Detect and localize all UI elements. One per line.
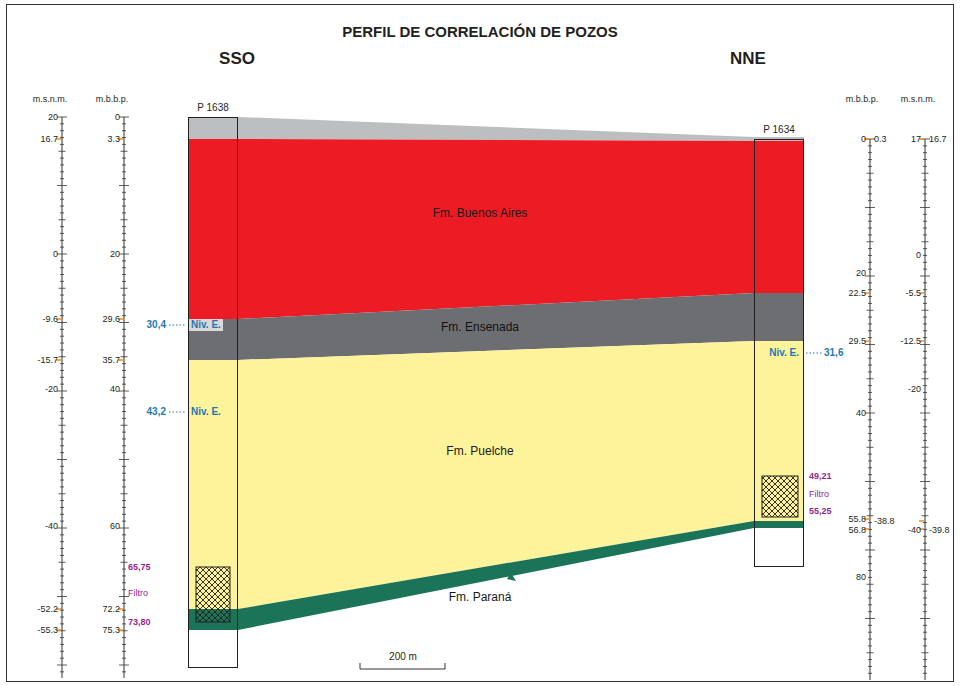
- axis-tick-label: 0.3: [874, 135, 887, 144]
- filter-depth: 55,25: [809, 507, 832, 516]
- well-name: P 1634: [763, 125, 795, 135]
- axis-tick-label: 0: [861, 135, 866, 144]
- water-level-line: [806, 353, 822, 354]
- water-level-label: Niv. E.: [189, 406, 223, 418]
- band-fill: [188, 139, 804, 319]
- band-fill: [188, 521, 804, 630]
- direction-label: NNE: [730, 50, 766, 67]
- axis-header: m.s.n.m.: [901, 95, 936, 104]
- filter-depth: 49,21: [809, 472, 832, 481]
- axis-tick-label: 60: [110, 522, 120, 531]
- water-level-label: Niv. E.: [189, 319, 223, 331]
- filter-depth: 73,80: [128, 618, 151, 627]
- axis-tick-label: 0: [115, 113, 120, 122]
- axis-tick-label: -20: [45, 385, 58, 394]
- axis-tick-label: 16.7: [40, 135, 58, 144]
- axis-tick-label: 35.7: [102, 356, 120, 365]
- filter-label: Filtro: [128, 589, 148, 598]
- axis-tick-label: 3.3: [107, 135, 120, 144]
- water-level-line: [169, 325, 186, 326]
- elevation-axis: [919, 139, 930, 680]
- direction-label: SSO: [219, 50, 255, 67]
- leader-arrowhead: [507, 573, 516, 581]
- band-shape: [188, 521, 804, 644]
- axis-tick-label: -12.5: [900, 337, 921, 346]
- formation-band: Fm. Puelche: [188, 341, 804, 623]
- axis-tick-label: 40: [856, 409, 866, 418]
- water-level-line: [169, 412, 186, 413]
- axis-tick-label: -9.6: [42, 315, 58, 324]
- axis-tick-label: 55.8: [848, 515, 866, 524]
- filter-box: [196, 567, 230, 622]
- axis-tick-label: -39.8: [929, 526, 950, 535]
- axis-tick-label: 80: [856, 573, 866, 582]
- formation-name: Fm. Ensenada: [441, 321, 519, 333]
- scale-label: 200 m: [389, 652, 417, 662]
- axis-tick-label: -52.2: [37, 605, 58, 614]
- formation-name: Fm. Paraná: [449, 591, 512, 603]
- axis-header: m.b.b.p.: [846, 95, 879, 104]
- well-column: P 1638: [188, 117, 238, 668]
- scale-bar: [360, 663, 445, 669]
- axis-tick-label: -20: [908, 385, 921, 394]
- axis-tick-label: 0: [916, 251, 921, 260]
- axis-tick-label: -40: [908, 526, 921, 535]
- water-level-label: Niv. E.: [767, 347, 801, 359]
- axis-tick-label: 75.3: [102, 626, 120, 635]
- axis-tick-label: 20: [48, 113, 58, 122]
- water-level-depth: 30,4: [147, 320, 166, 330]
- axis-tick-label: 17: [911, 135, 921, 144]
- axis-tick-label: 20: [856, 269, 866, 278]
- axis-tick-label: -55.3: [37, 626, 58, 635]
- axis-tick-label: 29.5: [848, 337, 866, 346]
- axis-tick-label: 16.7: [929, 135, 947, 144]
- axis-tick-label: 29.6: [102, 315, 120, 324]
- axis-tick-label: 22.5: [848, 289, 866, 298]
- elevation-axis: [56, 117, 67, 678]
- axis-tick-label: 0: [53, 250, 58, 259]
- frame: [7, 5, 954, 682]
- formation-name: Fm. Buenos Aires: [433, 207, 528, 219]
- band-shape: [188, 341, 804, 623]
- axis-header: m.s.n.m.: [33, 95, 68, 104]
- axis-tick-label: -15.7: [37, 356, 58, 365]
- axis-tick-label: -5.5: [905, 289, 921, 298]
- filter-box: [762, 476, 798, 517]
- axis-tick-label: 72.2: [102, 605, 120, 614]
- depth-axis: [118, 117, 129, 678]
- water-level-depth: 31,6: [824, 348, 843, 358]
- axis-tick-label: -38.8: [874, 517, 895, 526]
- soil-band: [188, 117, 804, 141]
- axis-tick-label: 56.8: [848, 526, 866, 535]
- formation-name: Fm. Puelche: [446, 445, 513, 457]
- filter-screen: [188, 117, 238, 668]
- filter-label: Filtro: [809, 490, 829, 499]
- formation-band: Fm. Paraná: [188, 521, 804, 644]
- axis-header: m.b.b.p.: [96, 95, 129, 104]
- filter-depth: 65,75: [128, 563, 151, 572]
- well-name: P 1638: [197, 103, 229, 113]
- axis-tick-label: -40: [45, 522, 58, 531]
- diagram-title: PERFIL DE CORRELACIÓN DE POZOS: [342, 24, 618, 39]
- axis-tick-label: 20: [110, 250, 120, 259]
- axis-tick-label: 40: [110, 385, 120, 394]
- water-level-depth: 43,2: [147, 407, 166, 417]
